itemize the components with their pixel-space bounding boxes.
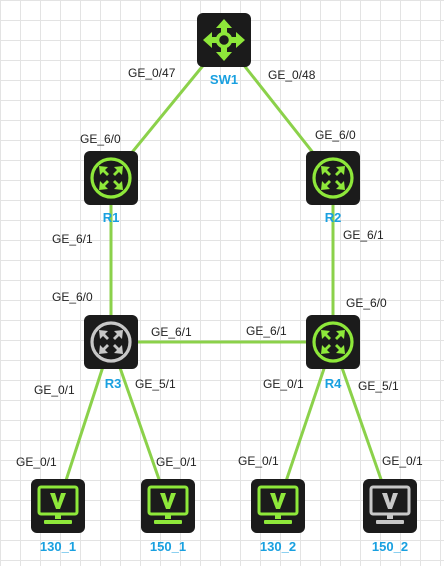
port-label-r3-ge6-0: GE_6/0 — [52, 290, 93, 304]
node-label-sw1: SW1 — [209, 72, 239, 87]
port-label-r2-ge6-1: GE_6/1 — [343, 228, 384, 242]
node-130_2[interactable] — [250, 478, 306, 534]
router-inactive-icon — [84, 315, 138, 369]
node-label-130_2: 130_2 — [259, 539, 297, 554]
pc-inactive-icon — [363, 479, 417, 533]
pc-icon — [141, 479, 195, 533]
link-r3-150_1[interactable] — [109, 341, 170, 506]
port-label-130_2-ge0-1: GE_0/1 — [238, 454, 279, 468]
port-label-r1-ge6-1: GE_6/1 — [52, 232, 93, 246]
router-icon — [306, 315, 360, 369]
node-label-r3: R3 — [104, 376, 122, 391]
node-150_2[interactable] — [362, 478, 418, 534]
node-sw1[interactable] — [196, 12, 252, 68]
port-label-r3-ge6-1: GE_6/1 — [151, 325, 192, 339]
port-label-sw1-ge0-47: GE_0/47 — [128, 66, 176, 80]
link-r4-130_2[interactable] — [276, 341, 335, 506]
node-label-r4: R4 — [324, 376, 342, 391]
node-label-130_1: 130_1 — [39, 539, 77, 554]
port-label-r4-ge5-1: GE_5/1 — [358, 379, 399, 393]
node-r2[interactable] — [305, 150, 361, 206]
port-label-r3-ge0-1: GE_0/1 — [34, 383, 75, 397]
node-label-r1: R1 — [102, 210, 120, 225]
node-label-150_1: 150_1 — [149, 539, 187, 554]
node-130_1[interactable] — [30, 478, 86, 534]
port-label-r3-ge5-1: GE_5/1 — [135, 377, 176, 391]
port-label-150_1-ge0-1: GE_0/1 — [156, 455, 197, 469]
switch-icon — [197, 13, 251, 67]
pc-icon — [31, 479, 85, 533]
node-label-r2: R2 — [324, 210, 342, 225]
node-r3[interactable] — [83, 314, 139, 370]
port-label-r1-ge6-0: GE_6/0 — [80, 132, 121, 146]
port-label-r4-ge6-0: GE_6/0 — [346, 296, 387, 310]
link-r4-150_2[interactable] — [331, 341, 392, 506]
router-icon — [306, 151, 360, 205]
port-label-150_2-ge0-1: GE_0/1 — [382, 454, 423, 468]
pc-icon — [251, 479, 305, 533]
node-label-150_2: 150_2 — [371, 539, 409, 554]
router-icon — [84, 151, 138, 205]
port-label-sw1-ge0-48: GE_0/48 — [268, 68, 316, 82]
link-r3-130_1[interactable] — [56, 341, 113, 506]
node-r4[interactable] — [305, 314, 361, 370]
port-label-130_1-ge0-1: GE_0/1 — [16, 455, 57, 469]
node-150_1[interactable] — [140, 478, 196, 534]
port-label-r4-ge0-1: GE_0/1 — [263, 377, 304, 391]
port-label-r2-ge6-0: GE_6/0 — [315, 128, 356, 142]
node-r1[interactable] — [83, 150, 139, 206]
port-label-r4-ge6-1: GE_6/1 — [246, 324, 287, 338]
